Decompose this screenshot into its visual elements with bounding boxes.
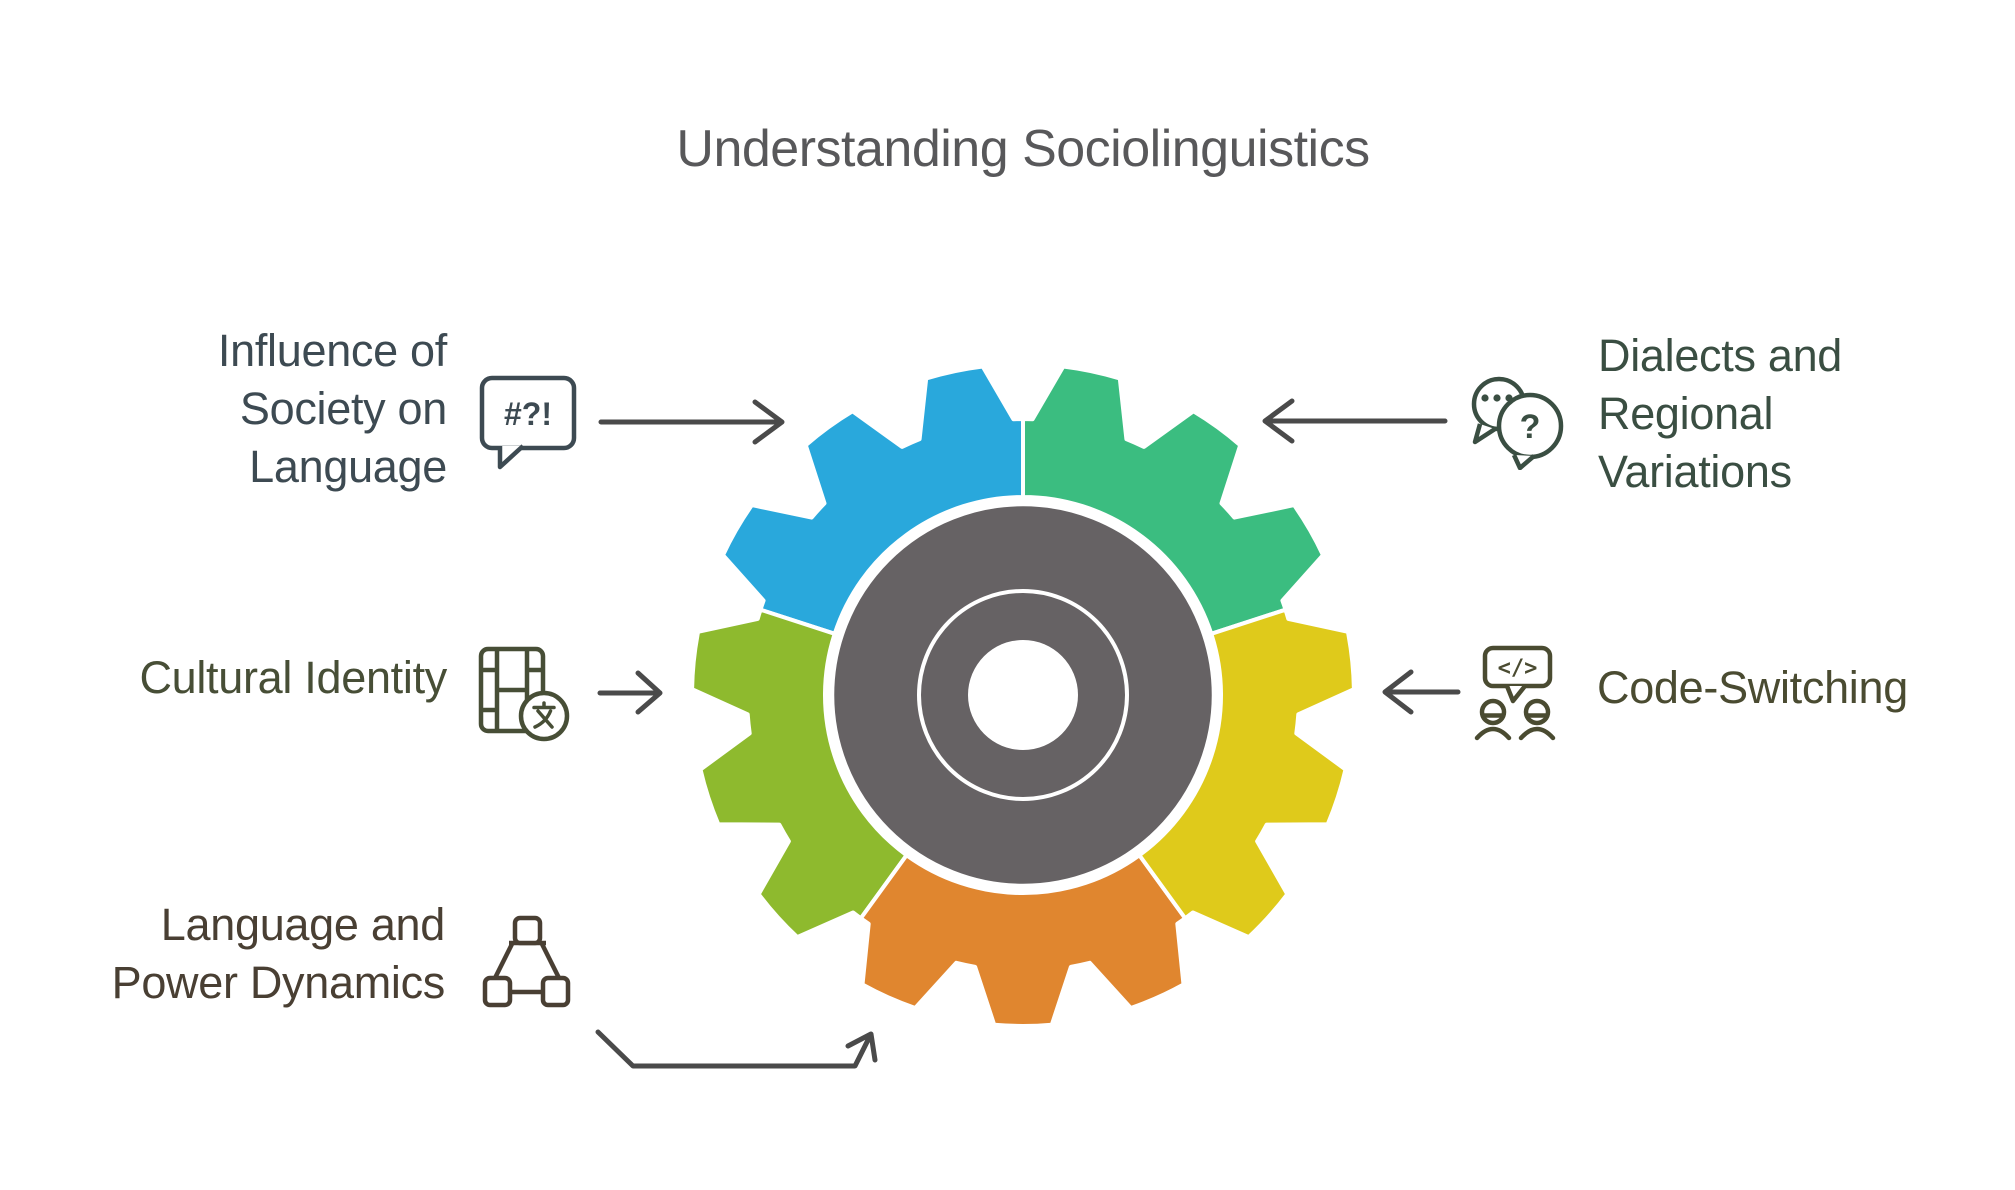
label-line: Cultural Identity bbox=[139, 652, 447, 703]
arrow-power-elbow bbox=[595, 1029, 878, 1069]
gear-segment-influence bbox=[721, 364, 1025, 636]
label-line: Power Dynamics bbox=[111, 957, 446, 1008]
chat-bubbles-question-icon: ? bbox=[1471, 376, 1564, 470]
svg-text:?: ? bbox=[1520, 408, 1541, 446]
arrows bbox=[595, 398, 1461, 1069]
svg-text:#?!: #?! bbox=[504, 396, 552, 432]
label-line: Language bbox=[249, 441, 447, 492]
label-influence: Influence of Society on Language bbox=[218, 322, 447, 496]
label-cultural: Cultural Identity bbox=[139, 649, 447, 707]
network-hierarchy-icon bbox=[482, 915, 571, 1008]
code-bubble-people-icon: </> bbox=[1474, 645, 1556, 741]
gear-hub-hole bbox=[968, 640, 1078, 750]
label-code-switching: Code-Switching bbox=[1597, 659, 1908, 717]
gear-segment-power bbox=[858, 853, 1188, 1028]
arrow-influence bbox=[598, 399, 785, 445]
gear-hub-ring bbox=[917, 589, 1129, 801]
label-line: Dialects and bbox=[1598, 330, 1843, 381]
arrow-dialects bbox=[1262, 398, 1448, 444]
label-line: Regional bbox=[1598, 388, 1774, 439]
page-title: Understanding Sociolinguistics bbox=[676, 120, 1370, 178]
svg-text:</>: </> bbox=[1498, 656, 1538, 681]
gear-segment-dialects bbox=[1021, 364, 1325, 636]
arrow-code-switching bbox=[1382, 669, 1461, 715]
label-line: Code-Switching bbox=[1597, 662, 1908, 713]
arrow-cultural bbox=[597, 670, 663, 715]
gear-segment-cultural bbox=[690, 607, 909, 940]
label-dialects: Dialects and Regional Variations bbox=[1598, 327, 1842, 501]
speech-bubble-symbols-icon: #?! bbox=[479, 375, 577, 470]
label-power: Language and Power Dynamics bbox=[111, 896, 446, 1012]
film-translate-icon bbox=[478, 646, 570, 742]
label-line: Influence of bbox=[217, 325, 447, 376]
gear-segment-code-switching bbox=[1137, 607, 1356, 940]
label-line: Society on bbox=[239, 383, 447, 434]
gear-segments bbox=[690, 364, 1356, 1028]
label-line: Language and bbox=[160, 899, 446, 950]
label-line: Variations bbox=[1598, 446, 1792, 497]
